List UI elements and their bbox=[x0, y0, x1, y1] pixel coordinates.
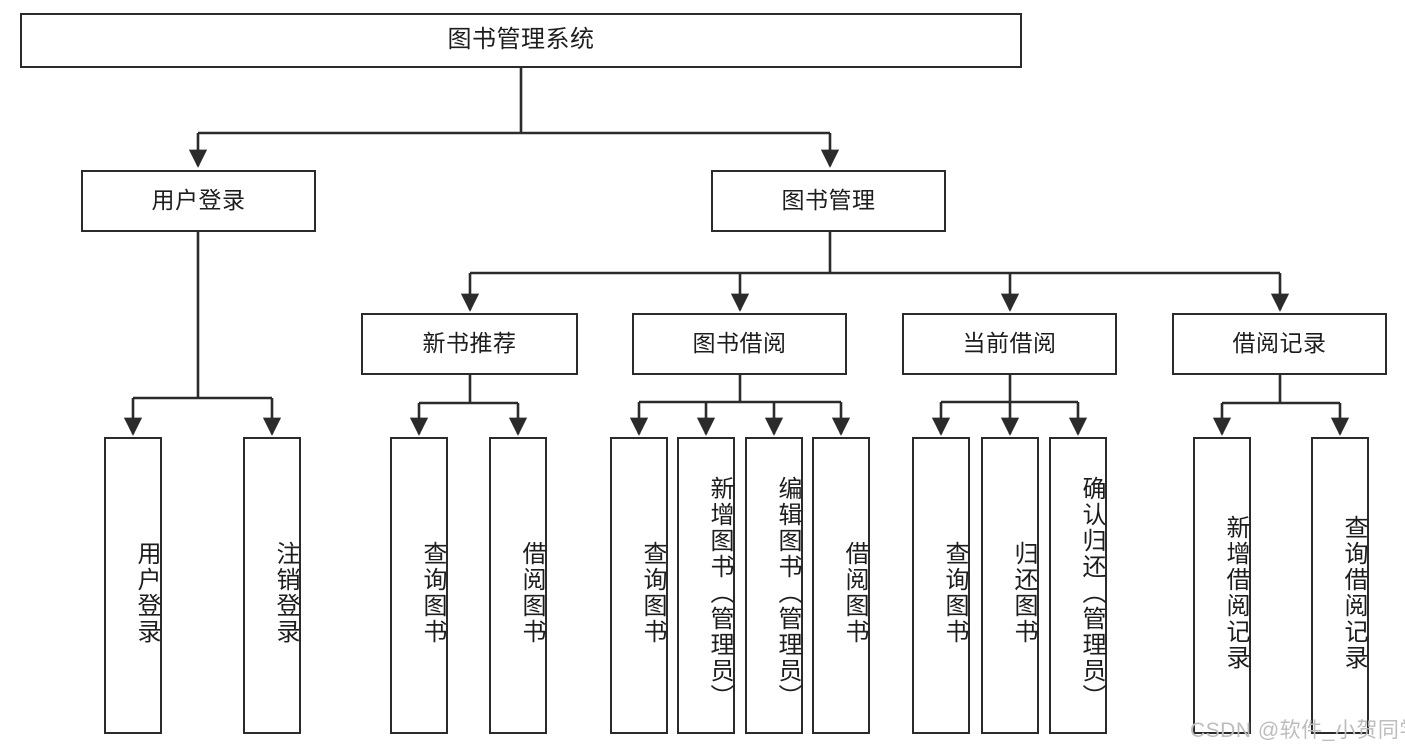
node-label: 图书管理系统 bbox=[447, 26, 595, 54]
leaf-borrow-query-book[interactable]: 查询图书 bbox=[610, 437, 668, 734]
node-user-login[interactable]: 用户登录 bbox=[81, 170, 316, 232]
node-label: 用户登录 bbox=[151, 187, 246, 214]
leaf-borrow-add-book[interactable]: 新增图书（管理员） bbox=[677, 437, 735, 734]
node-label: 查询图书 bbox=[639, 540, 666, 645]
csdn-watermark: CSDN @软件_小贺同学 bbox=[1190, 719, 1405, 742]
leaf-user-login-signin[interactable]: 用户登录 bbox=[104, 437, 162, 734]
node-label: 查询图书 bbox=[419, 540, 446, 645]
leaf-current-return-book[interactable]: 归还图书 bbox=[981, 437, 1039, 734]
node-label: 注销登录 bbox=[272, 540, 299, 645]
node-borrow-record[interactable]: 借阅记录 bbox=[1172, 313, 1387, 375]
node-label: 新书推荐 bbox=[422, 330, 517, 357]
node-label: 图书借阅 bbox=[692, 330, 787, 357]
leaf-user-login-signout[interactable]: 注销登录 bbox=[243, 437, 301, 734]
node-current-borrow[interactable]: 当前借阅 bbox=[902, 313, 1117, 375]
leaf-borrow-borrow-book[interactable]: 借阅图书 bbox=[812, 437, 870, 734]
leaf-current-query-book[interactable]: 查询图书 bbox=[912, 437, 970, 734]
node-label: 编辑图书（管理员） bbox=[774, 475, 801, 710]
node-label: 图书管理 bbox=[781, 187, 876, 214]
node-label: 确认归还（管理员） bbox=[1078, 475, 1105, 710]
leaf-recommend-borrow-book[interactable]: 借阅图书 bbox=[489, 437, 547, 734]
leaf-current-confirm-return[interactable]: 确认归还（管理员） bbox=[1049, 437, 1107, 734]
node-label: 借阅记录 bbox=[1232, 330, 1327, 357]
leaf-record-query-record[interactable]: 查询借阅记录 bbox=[1311, 437, 1369, 734]
node-label: 借阅图书 bbox=[841, 540, 868, 645]
node-book-management[interactable]: 图书管理 bbox=[711, 170, 946, 232]
node-label: 用户登录 bbox=[133, 540, 160, 645]
leaf-recommend-query-book[interactable]: 查询图书 bbox=[390, 437, 448, 734]
node-label: 借阅图书 bbox=[518, 540, 545, 645]
node-label: 新增借阅记录 bbox=[1222, 514, 1249, 671]
node-label: 当前借阅 bbox=[962, 330, 1057, 357]
node-label: 查询图书 bbox=[941, 540, 968, 645]
node-label: 归还图书 bbox=[1010, 540, 1037, 645]
node-label: 查询借阅记录 bbox=[1340, 514, 1367, 671]
leaf-record-add-record[interactable]: 新增借阅记录 bbox=[1193, 437, 1251, 734]
node-root-system[interactable]: 图书管理系统 bbox=[20, 13, 1022, 68]
node-new-book-recommend[interactable]: 新书推荐 bbox=[361, 313, 578, 375]
leaf-borrow-edit-book[interactable]: 编辑图书（管理员） bbox=[745, 437, 803, 734]
node-book-borrow[interactable]: 图书借阅 bbox=[632, 313, 847, 375]
node-label: 新增图书（管理员） bbox=[706, 475, 733, 710]
